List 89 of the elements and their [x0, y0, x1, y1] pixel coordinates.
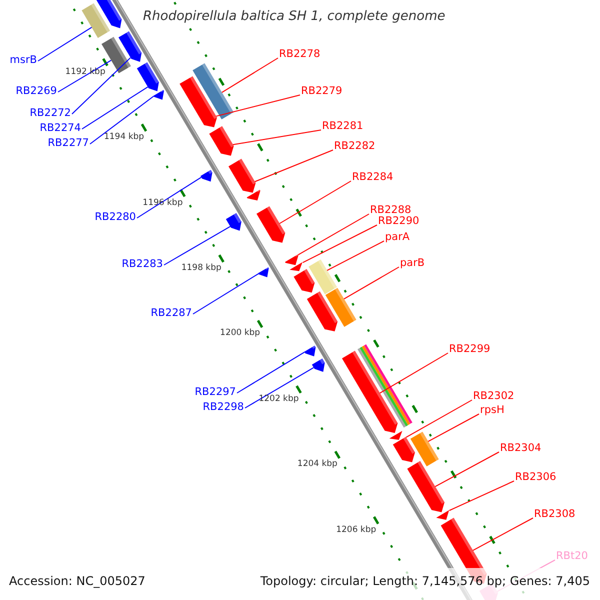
gene-feature [228, 158, 256, 193]
leader-line [279, 180, 352, 224]
gene-feature [226, 213, 242, 231]
gene-feature [306, 291, 338, 332]
gene-label: RB2297 [194, 386, 236, 398]
gene-feature [342, 350, 398, 433]
gene-label: rpsH [480, 404, 504, 416]
gene-feature [392, 436, 415, 462]
gene-label: RB2272 [30, 107, 71, 119]
gene-label: RB2279 [301, 85, 342, 97]
gene-feature [118, 31, 142, 62]
gene-feature [389, 430, 402, 440]
leader-line [72, 57, 131, 114]
scale-label: 1202 kbp [258, 394, 299, 404]
gene-label: RB2283 [122, 258, 163, 270]
scale-label: 1194 kbp [104, 132, 144, 142]
gene-feature [256, 206, 286, 243]
scale-label: 1204 kbp [297, 459, 338, 470]
gene-label: RB2287 [150, 307, 192, 319]
gene-feature [285, 254, 298, 266]
leader-line [58, 60, 112, 92]
leader-line [448, 480, 514, 511]
gene-label: RB2269 [16, 85, 57, 97]
gene-feature [304, 346, 316, 356]
gene-label: RB2278 [279, 48, 320, 60]
leader-line [82, 86, 148, 130]
leader-line [434, 452, 500, 488]
gene-label: RBt20 [556, 550, 588, 562]
leader-line [254, 150, 334, 182]
gene-feature [136, 62, 159, 92]
gene-block [82, 3, 110, 38]
gene-label: RB2306 [515, 471, 556, 483]
leader-line [164, 226, 231, 266]
scale-label: 1206 kbp [336, 524, 376, 535]
leader-line [216, 94, 300, 117]
leader-line [298, 214, 370, 256]
gene-label: RB2288 [370, 204, 412, 216]
leader-line [344, 266, 400, 300]
gene-label: RB2290 [378, 215, 420, 227]
gene-label: msrB [10, 54, 37, 66]
accession-text: Accession: NC_005027 [9, 574, 146, 589]
gene-block [308, 260, 337, 294]
gene-feature [294, 269, 315, 293]
leader-line [244, 367, 314, 408]
gene-feature [246, 190, 260, 200]
leader-line [406, 400, 472, 438]
scale-label: 1200 kbp [220, 328, 260, 338]
gene-label: RB2281 [322, 120, 364, 132]
leader-line [302, 224, 378, 264]
leader-line [379, 352, 448, 394]
gene-block [325, 288, 356, 327]
leader-line [236, 352, 306, 394]
leader-line [38, 26, 92, 62]
gene-label: RB2308 [534, 508, 576, 520]
gene-label: RB2284 [352, 171, 394, 183]
gene-label: RB2274 [40, 122, 81, 134]
leader-line [428, 414, 480, 442]
gene-label: RB2302 [473, 390, 514, 402]
leader-line [232, 130, 322, 146]
leader-line [472, 518, 534, 551]
leader-line [90, 96, 154, 144]
gene-feature [290, 262, 302, 272]
gene-feature [258, 267, 269, 278]
gene-block [410, 432, 439, 466]
gene-label: RB2280 [94, 211, 136, 223]
gene-label: RB2304 [500, 442, 542, 454]
scale-label: 1192 kbp [65, 66, 106, 77]
gene-block [192, 63, 234, 120]
gene-feature [200, 170, 212, 182]
leader-line [136, 176, 202, 218]
gene-feature [209, 126, 234, 156]
scale-label: 1198 kbp [181, 262, 222, 273]
leader-line [326, 240, 384, 271]
gene-label: parB [400, 257, 425, 269]
genome-info-text: Topology: circular; Length: 7,145,576 bp; Genes: 7,405 [260, 574, 590, 589]
gene-label: parA [385, 231, 410, 243]
leader-line [192, 273, 259, 314]
gene-label: RB2299 [449, 343, 490, 355]
gene-feature [407, 461, 444, 512]
gene-feature [312, 358, 325, 372]
title: Rhodopirellula baltica SH 1, complete genome [143, 9, 446, 25]
gene-label: RB2282 [334, 140, 376, 152]
gene-label: RB2277 [48, 137, 89, 149]
leader-line [221, 58, 278, 93]
gene-feature [95, 0, 122, 28]
gene-feature [436, 510, 450, 520]
gene-label: RB2298 [202, 401, 244, 413]
gene-feature [180, 76, 217, 128]
gene-feature [153, 90, 164, 100]
